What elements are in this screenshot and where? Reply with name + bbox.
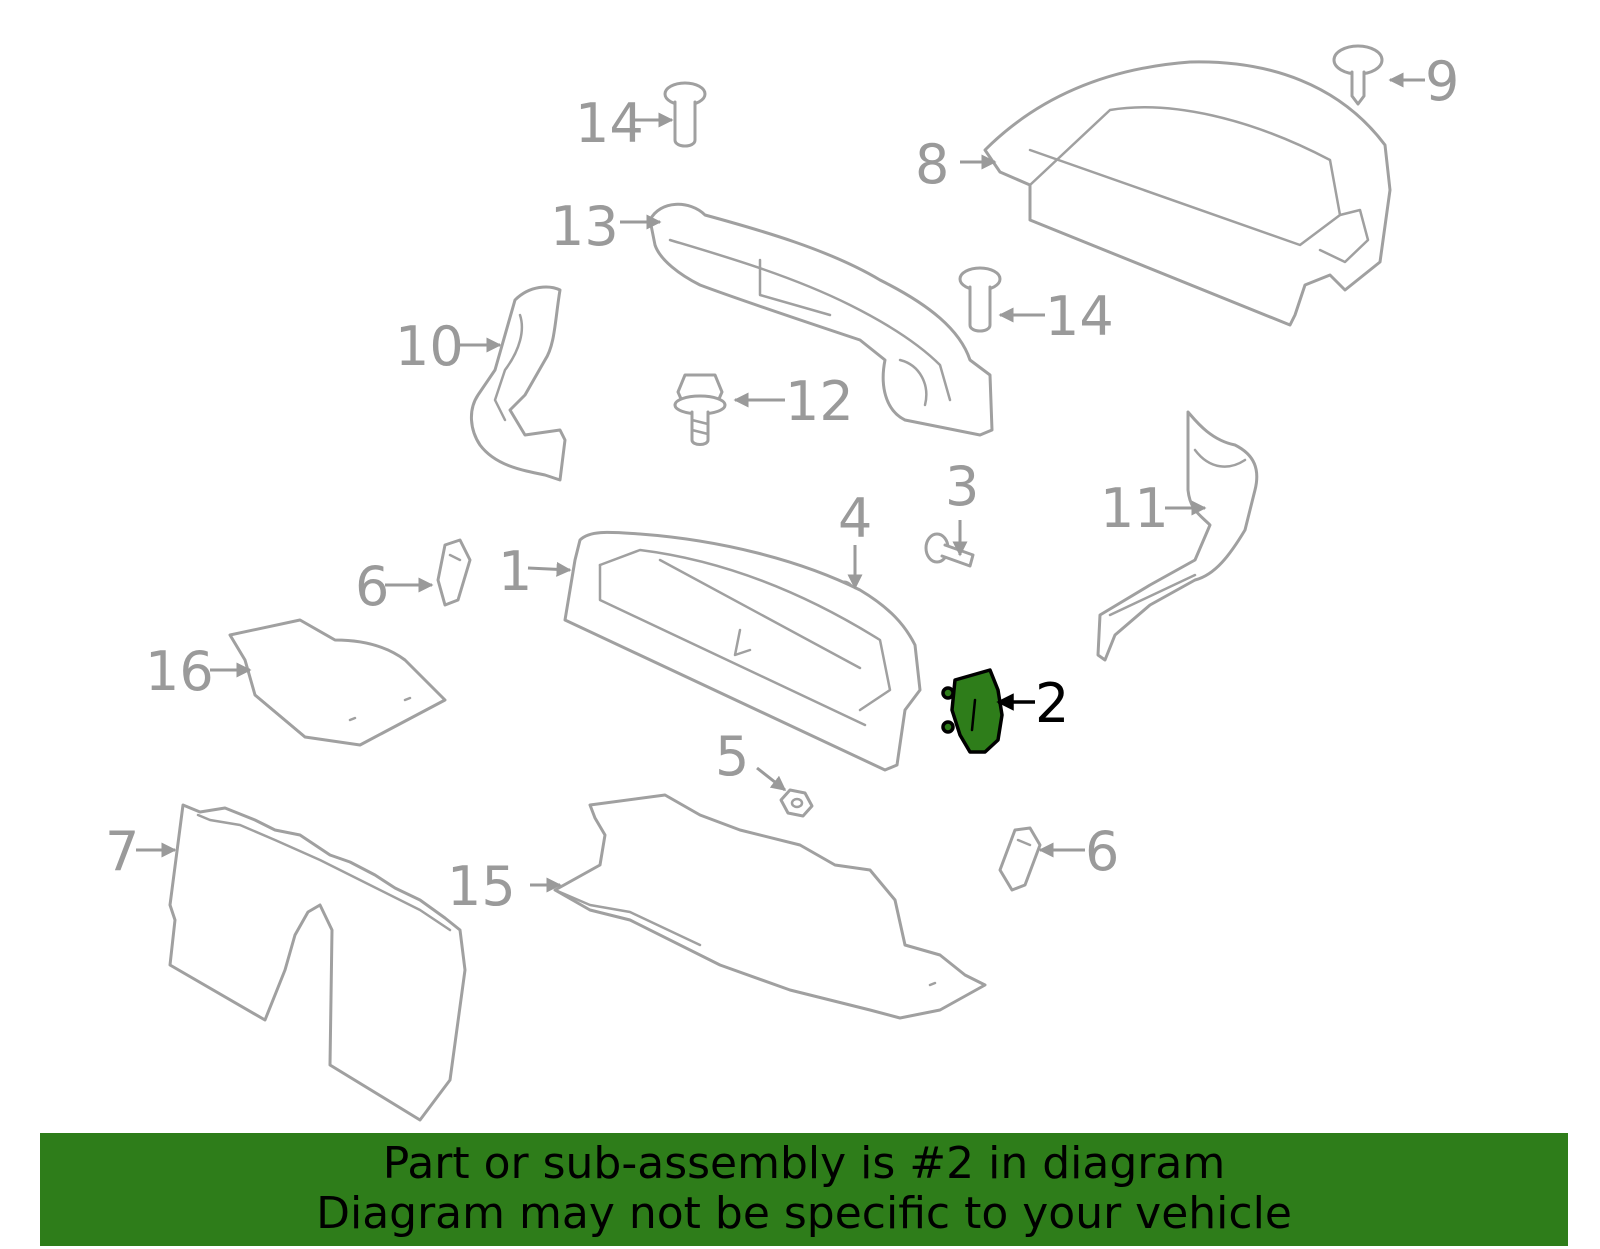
callout-13: 13 — [550, 195, 619, 258]
callout-10: 10 — [395, 315, 464, 378]
part-16-panel — [228, 618, 447, 747]
part-3-screw — [924, 532, 975, 568]
part-5-nut — [779, 788, 814, 818]
callout-14-top: 14 — [575, 92, 644, 155]
part-14-bolt-mid — [958, 266, 1002, 333]
part-12-bolt — [673, 373, 727, 446]
part-11-side-bracket — [1096, 410, 1259, 662]
part-13-bracket — [648, 202, 994, 437]
callout-3: 3 — [945, 455, 979, 518]
part-2-bracket-highlighted[interactable] — [941, 668, 1004, 754]
callout-6-left: 6 — [355, 555, 389, 618]
callout-16: 16 — [145, 640, 214, 703]
callout-5: 5 — [715, 725, 749, 788]
part-8-shelf-trim — [983, 60, 1392, 327]
part-7-trunk-trim — [168, 803, 467, 1122]
part-10-side-bracket — [470, 285, 567, 482]
callout-6-right: 6 — [1085, 820, 1119, 883]
part-6-clip-right — [998, 826, 1042, 892]
callout-14-mid: 14 — [1045, 285, 1114, 348]
callout-12: 12 — [785, 370, 854, 433]
part-6-clip-left — [436, 538, 472, 607]
callout-2: 2 — [1035, 672, 1069, 735]
leader-arrows — [136, 72, 1425, 893]
callout-8: 8 — [915, 133, 949, 196]
callout-11: 11 — [1100, 477, 1169, 540]
part-15-floor-mat — [553, 793, 987, 1020]
part-1-rear-shelf — [563, 530, 922, 772]
parts-diagram: 1 2 3 4 5 6 6 7 8 9 10 11 12 13 14 14 15… — [105, 44, 1459, 1122]
banner-line-1: Part or sub-assembly is #2 in diagram — [382, 1138, 1226, 1189]
banner-line-2: Diagram may not be specific to your vehi… — [316, 1188, 1292, 1239]
info-banner: Part or sub-assembly is #2 in diagram Di… — [40, 1133, 1568, 1246]
callout-4: 4 — [838, 487, 872, 550]
callout-15: 15 — [447, 855, 516, 918]
part-14-bolt-top — [663, 81, 707, 148]
callout-1: 1 — [498, 540, 532, 603]
part-9-push-clip — [1332, 44, 1384, 106]
callout-9: 9 — [1425, 50, 1459, 113]
callout-7: 7 — [105, 820, 139, 883]
